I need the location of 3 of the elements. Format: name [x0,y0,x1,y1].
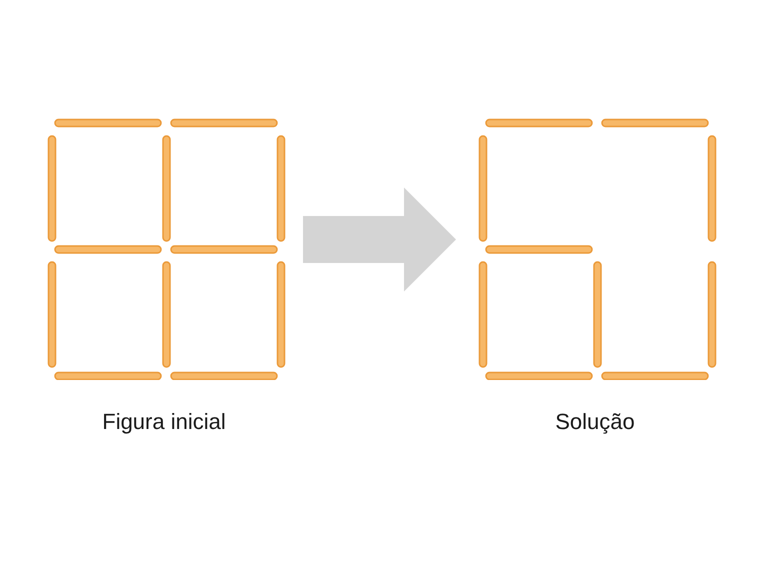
figure-caption: Figura inicial [102,410,226,434]
arrow [303,188,456,292]
figure-caption: Solução [555,410,635,434]
